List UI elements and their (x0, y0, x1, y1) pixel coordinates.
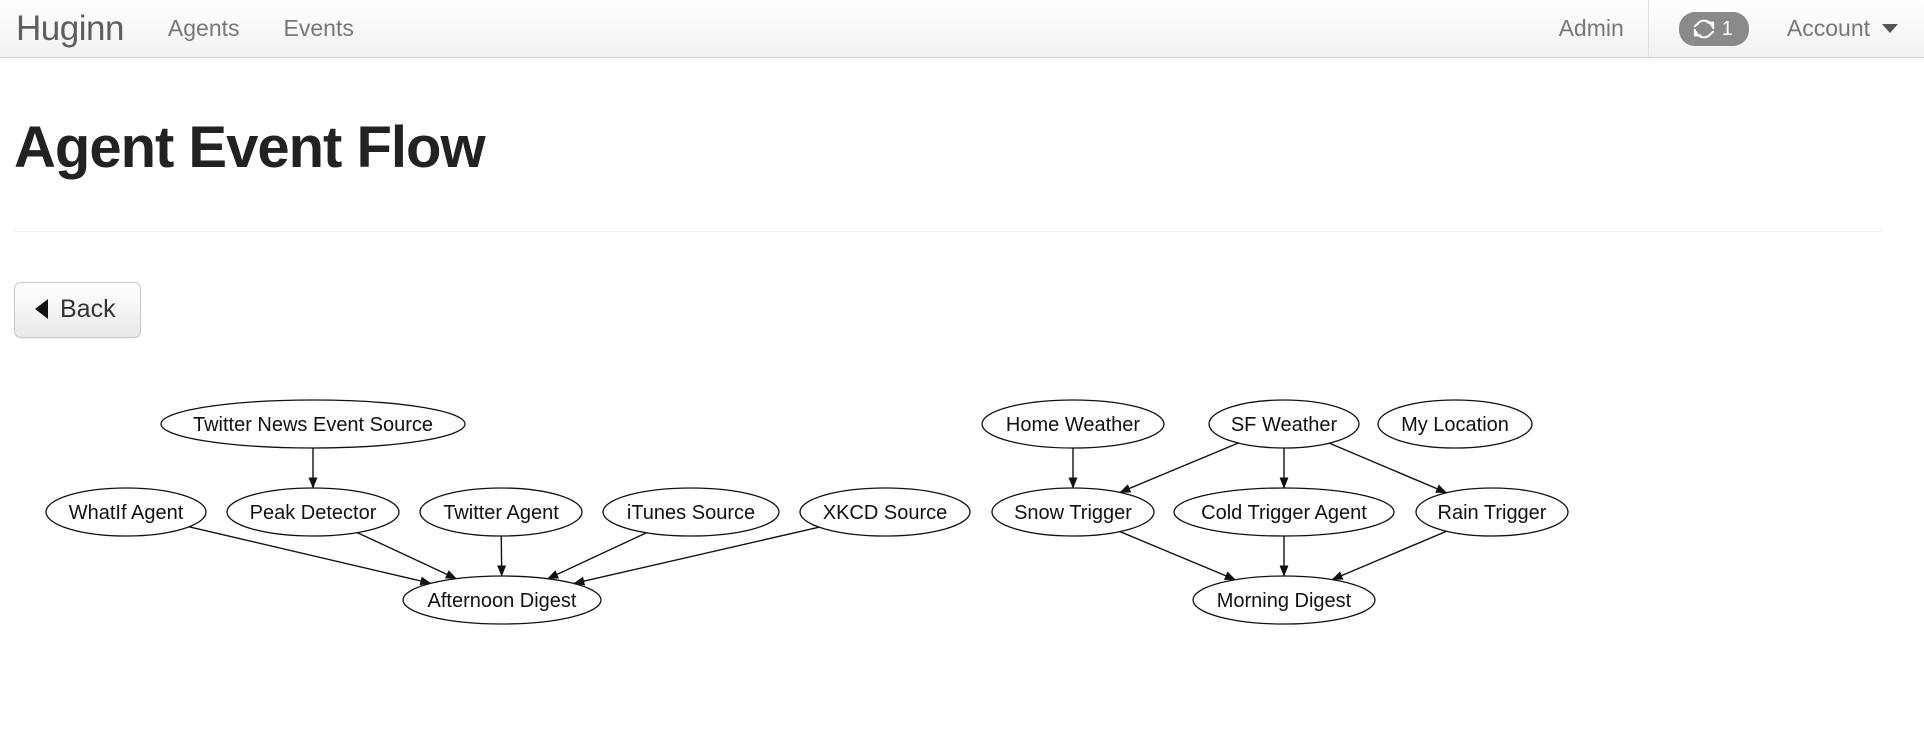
node-ellipse (1377, 399, 1533, 449)
graph-node-afternoon-digest[interactable]: Afternoon Digest (402, 575, 602, 625)
node-ellipse (419, 487, 583, 537)
node-ellipse (402, 575, 602, 625)
node-ellipse (602, 487, 780, 537)
graph-node-my-location[interactable]: My Location (1377, 399, 1533, 449)
graph-edge (547, 531, 647, 580)
top-navbar: Huginn Agents Events Admin 1 Account (0, 0, 1924, 58)
node-label: SF Weather (1231, 414, 1338, 436)
node-ellipse (1173, 487, 1395, 537)
page-container: Agent Event Flow Back Twitter News Event… (0, 58, 1924, 682)
graph-edge (1119, 442, 1239, 493)
node-label: Morning Digest (1217, 590, 1352, 612)
graph-edge (1119, 530, 1237, 581)
graph-node-rain-trigger[interactable]: Rain Trigger (1415, 487, 1569, 537)
graph-node-snow-trigger[interactable]: Snow Trigger (991, 487, 1155, 537)
back-button-label: Back (60, 294, 116, 323)
nav-link-events[interactable]: Events (283, 15, 354, 41)
node-label: Snow Trigger (1014, 502, 1132, 524)
chevron-down-icon (1882, 24, 1898, 33)
title-divider (14, 230, 1882, 232)
node-label: Twitter Agent (443, 502, 559, 524)
node-ellipse (1208, 399, 1360, 449)
node-ellipse (1415, 487, 1569, 537)
graph-node-xkcd-source[interactable]: XKCD Source (799, 487, 971, 537)
navbar-divider (1647, 0, 1649, 57)
node-label: Peak Detector (250, 502, 377, 524)
node-ellipse (799, 487, 971, 537)
node-label: Rain Trigger (1438, 502, 1547, 524)
graph-node-morning-digest[interactable]: Morning Digest (1192, 575, 1376, 625)
graph-edge (188, 525, 432, 586)
node-label: XKCD Source (823, 502, 948, 524)
graph-edge (573, 526, 820, 586)
job-count-value: 1 (1721, 17, 1733, 40)
node-label: WhatIf Agent (69, 502, 184, 524)
graph-edge (1328, 442, 1448, 494)
graph-node-twitter-agent[interactable]: Twitter Agent (419, 487, 583, 537)
brand-logo-huginn[interactable]: Huginn (16, 8, 124, 48)
node-label: Home Weather (1006, 414, 1140, 436)
node-ellipse (991, 487, 1155, 537)
node-label: Twitter News Event Source (193, 414, 433, 436)
node-ellipse (1192, 575, 1376, 625)
graph-edge (356, 531, 457, 580)
node-label: iTunes Source (627, 502, 755, 524)
node-ellipse (981, 399, 1165, 449)
graph-node-home-weather[interactable]: Home Weather (981, 399, 1165, 449)
graph-edges (188, 442, 1448, 586)
graph-node-whatif-agent[interactable]: WhatIf Agent (45, 487, 207, 537)
graph-node-cold-trigger-agent[interactable]: Cold Trigger Agent (1173, 487, 1395, 537)
graph-node-peak-detector[interactable]: Peak Detector (226, 487, 400, 537)
account-label: Account (1786, 15, 1870, 41)
sync-icon (1693, 18, 1715, 40)
back-button[interactable]: Back (14, 281, 141, 338)
graph-node-itunes-source[interactable]: iTunes Source (602, 487, 780, 537)
navbar-left-group: Huginn Agents Events (0, 0, 376, 57)
account-dropdown[interactable]: Account (1777, 0, 1924, 57)
navbar-right-group: Admin 1 Account (1537, 0, 1924, 57)
page-title: Agent Event Flow (14, 115, 486, 180)
node-ellipse (45, 487, 207, 537)
job-count-badge: 1 (1678, 11, 1749, 46)
graph-edge (1331, 530, 1447, 581)
chevron-left-icon (35, 299, 48, 320)
nav-link-agents[interactable]: Agents (167, 15, 240, 41)
graph-node-twitter-news-event-source[interactable]: Twitter News Event Source (160, 399, 466, 449)
nav-link-admin[interactable]: Admin (1558, 15, 1624, 41)
node-label: Afternoon Digest (428, 590, 577, 612)
job-indicator-button[interactable]: 1 (1651, 0, 1777, 57)
node-ellipse (226, 487, 400, 537)
node-label: Cold Trigger Agent (1201, 502, 1367, 524)
node-label: My Location (1401, 414, 1509, 436)
node-ellipse (160, 399, 466, 449)
graph-node-sf-weather[interactable]: SF Weather (1208, 399, 1360, 449)
